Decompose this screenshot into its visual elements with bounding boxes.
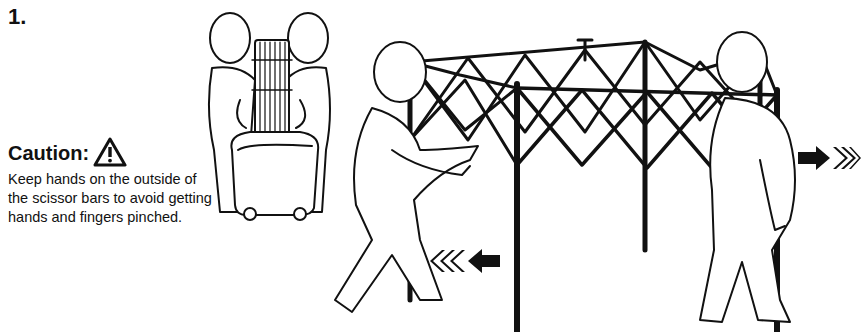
folded-frame-scene [209,13,330,220]
person-left [335,42,478,312]
pull-arrow-right [798,146,861,170]
caution-note: Keep hands on the outside of the scissor… [8,170,216,227]
pull-arrow-left [430,249,500,273]
warning-triangle [93,137,127,167]
step-number: 1. [8,4,26,30]
caution-heading: Caution: [8,142,89,165]
person-right [700,32,795,322]
